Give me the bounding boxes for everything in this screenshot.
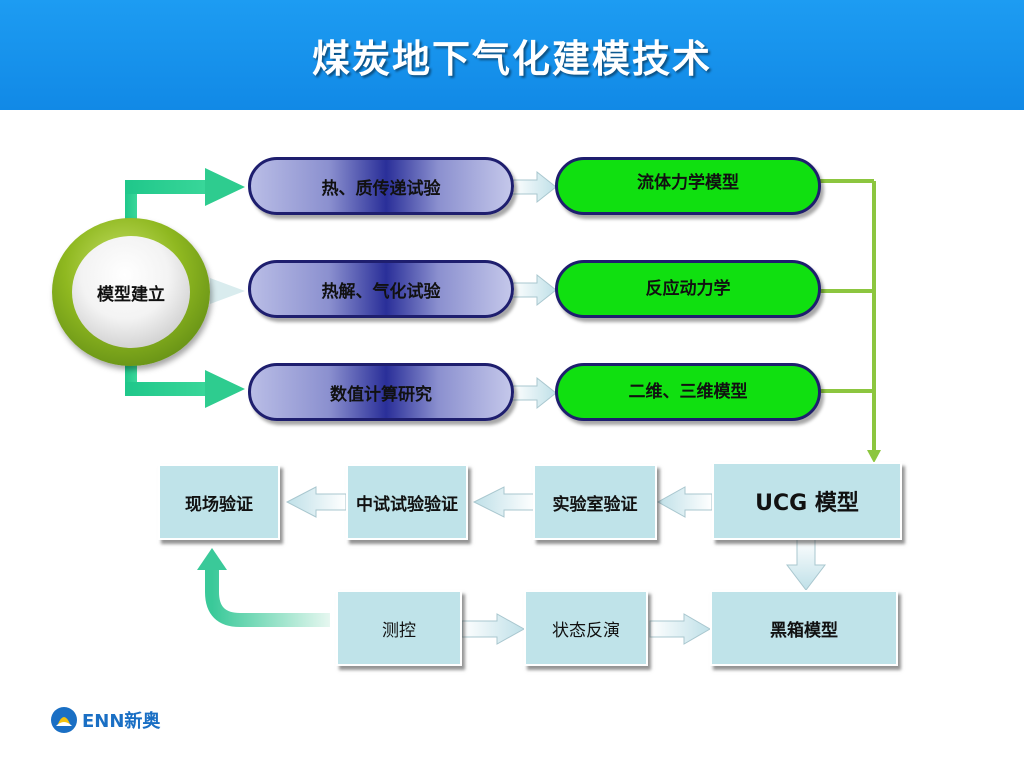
title-banner: 煤炭地下气化建模技术 [0,0,1024,110]
pilot-validation-box: 中试试验验证 [346,464,468,540]
state-inversion-box: 状态反演 [524,590,648,666]
logo-text: ENN新奥 [82,711,161,732]
lab-validation-box: 实验室验证 [533,464,657,540]
experiment-node-label: 热解、气化试验 [321,281,441,302]
ucg-model-label: UCG 模型 [755,491,859,516]
experiment-node-label: 热、质传递试验 [321,178,441,199]
field-validation-label: 现场验证 [185,494,253,515]
feedback-arrow [197,548,330,627]
measure-control-label: 测控 [382,620,416,641]
state-inversion-label: 状态反演 [552,620,620,641]
black-box-model-label: 黑箱模型 [770,620,838,641]
field-validation-box: 现场验证 [158,464,280,540]
ghost-arrow-control-to-state [461,613,526,645]
black-box-model-box: 黑箱模型 [710,590,898,666]
model-node-kinetics: 反应动力学 [555,260,821,318]
ghost-arrow-row3 [511,376,557,410]
branch-arrow-top [125,168,245,220]
ghost-arrow-lab-to-pilot [472,486,536,518]
page-title: 煤炭地下气化建模技术 [311,35,712,81]
ghost-arrow-pilot-to-field [285,486,347,518]
company-logo: ENN新奥 [50,705,160,735]
pilot-validation-label: 中试试验验证 [356,494,458,515]
experiment-node-pyrolysis: 热解、气化试验 [248,260,514,318]
model-node-label: 流体力学模型 [637,172,739,193]
lab-validation-label: 实验室验证 [552,494,638,515]
ghost-arrow-row2 [511,273,557,307]
merge-connector [820,179,876,452]
ucg-model-box: UCG 模型 [712,462,902,540]
root-node-label: 模型建立 [97,284,165,305]
enn-logo-icon [51,707,77,733]
measure-control-box: 测控 [336,590,462,666]
ghost-arrow-row1 [511,170,557,204]
model-node-2d3d: 二维、三维模型 [555,363,821,421]
experiment-node-label: 数值计算研究 [330,384,432,405]
branch-arrow-bottom [125,360,245,408]
merge-arrowhead [867,450,881,463]
branch-arrow-middle [210,278,245,304]
model-node-label: 二维、三维模型 [628,381,748,402]
ghost-arrow-ucg-to-blackbox [785,537,827,591]
experiment-node-numerical: 数值计算研究 [248,363,514,421]
model-node-fluid: 流体力学模型 [555,157,821,215]
model-node-label: 反应动力学 [645,278,731,299]
root-node: 模型建立 [72,236,190,348]
ghost-arrow-state-to-blackbox [649,613,712,645]
experiment-node-heat-mass: 热、质传递试验 [248,157,514,215]
ghost-arrow-ucg-to-lab [656,486,713,518]
